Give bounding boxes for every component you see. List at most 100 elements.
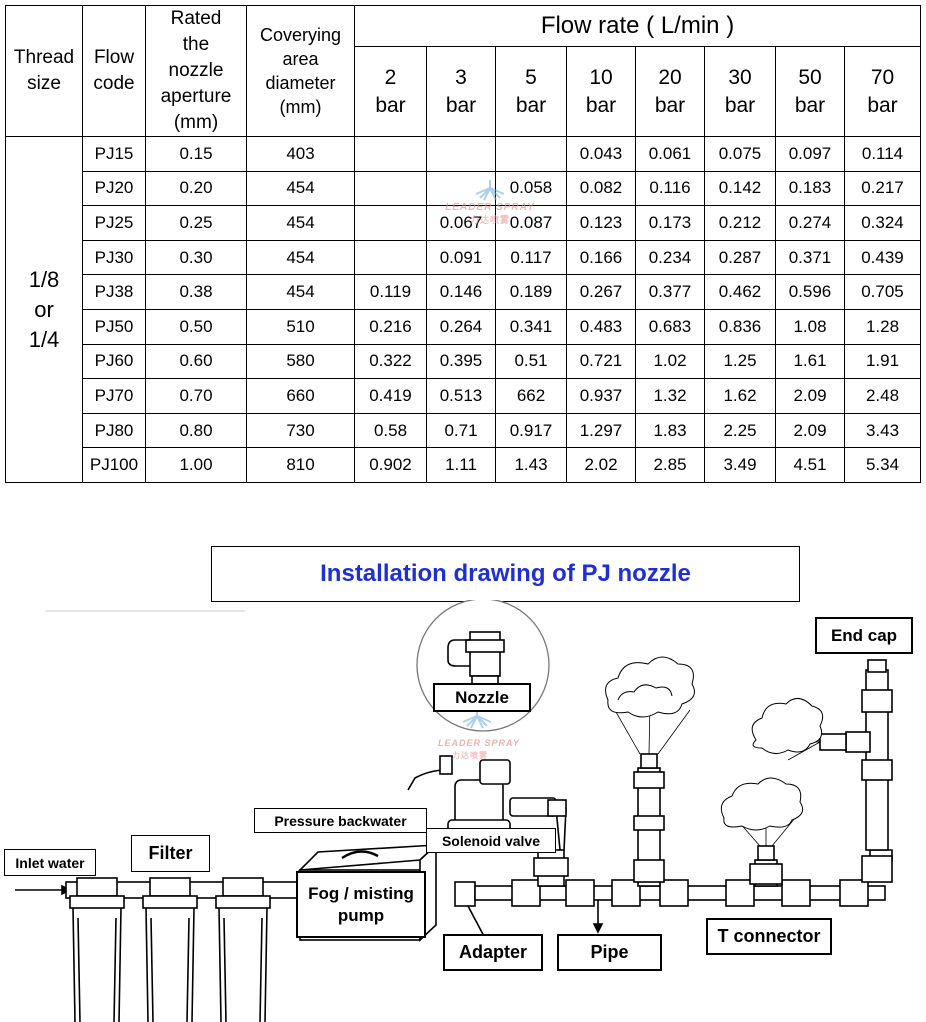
inlet-arrow bbox=[15, 884, 72, 896]
area-cell: 730 bbox=[246, 412, 355, 449]
flow-rate-cell: 0.377 bbox=[635, 274, 705, 310]
nozzle-riser-1 bbox=[605, 656, 695, 887]
area-cell: 510 bbox=[246, 308, 355, 345]
flow-rate-cell: 2.09 bbox=[775, 412, 845, 449]
flow-rate-cell: 0.917 bbox=[495, 412, 567, 449]
flow-rate-cell: 0.117 bbox=[495, 239, 567, 276]
flow-rate-cell: 0.483 bbox=[566, 308, 636, 345]
flow-rate-cell: 1.61 bbox=[775, 343, 845, 380]
flow-rate-cell bbox=[354, 205, 427, 241]
watermark-text: LEADER SPRAY bbox=[445, 202, 535, 213]
flow-rate-cell: 0.142 bbox=[704, 170, 776, 207]
flow-rate-cell: 0.324 bbox=[844, 205, 921, 241]
pump-label: Fog / misting pump bbox=[296, 871, 426, 938]
flow-rate-cell: 1.62 bbox=[704, 378, 776, 414]
flow-rate-cell: 0.119 bbox=[354, 274, 427, 310]
end-riser bbox=[751, 659, 893, 883]
watermark-drawing bbox=[462, 708, 492, 729]
flow-rate-cell bbox=[354, 136, 427, 172]
flow-code-cell: PJ15 bbox=[82, 136, 146, 172]
flow-rate-cell: 0.212 bbox=[704, 205, 776, 241]
flow-rate-cell: 0.075 bbox=[704, 136, 776, 172]
flow-rate-cell: 0.596 bbox=[775, 274, 845, 310]
flow-rate-cell: 0.264 bbox=[426, 308, 496, 345]
filter-label: Filter bbox=[131, 835, 210, 872]
aperture-cell: 0.15 bbox=[145, 136, 247, 172]
flow-rate-cell: 0.513 bbox=[426, 378, 496, 414]
flow-rate-cell: 0.419 bbox=[354, 378, 427, 414]
aperture-cell: 0.70 bbox=[145, 378, 247, 414]
nozzle-label: Nozzle bbox=[433, 683, 531, 712]
flow-rate-cell: 0.216 bbox=[354, 308, 427, 345]
flow-rate-cell: 0.341 bbox=[495, 308, 567, 345]
flow-rate-header: Flow rate ( L/min ) bbox=[354, 5, 921, 47]
flow-rate-cell: 2.09 bbox=[775, 378, 845, 414]
flow-rate-cell: 1.08 bbox=[775, 308, 845, 345]
area-cell: 660 bbox=[246, 378, 355, 414]
flow-rate-cell: 0.439 bbox=[844, 239, 921, 276]
flow-rate-cell: 0.058 bbox=[495, 170, 567, 207]
flow-rate-cell: 1.43 bbox=[495, 447, 567, 483]
flow-rate-cell: 0.937 bbox=[566, 378, 636, 414]
flow-rate-cell: 0.721 bbox=[566, 343, 636, 380]
spray-logo-icon bbox=[475, 180, 505, 201]
flow-code-cell: PJ100 bbox=[82, 447, 146, 483]
flow-rate-cell: 2.02 bbox=[566, 447, 636, 483]
flow-rate-cell: 0.462 bbox=[704, 274, 776, 310]
flow-rate-cell bbox=[426, 136, 496, 172]
main-pipe bbox=[454, 849, 893, 907]
flow-rate-cell: 0.114 bbox=[844, 136, 921, 172]
flow-rate-cell: 2.48 bbox=[844, 378, 921, 414]
flow-rate-cell: 0.166 bbox=[566, 239, 636, 276]
flow-rate-cell: 0.51 bbox=[495, 343, 567, 380]
flow-rate-cell: 0.091 bbox=[426, 239, 496, 276]
aperture-cell: 0.25 bbox=[145, 205, 247, 241]
flow-rate-cell: 0.274 bbox=[775, 205, 845, 241]
area-cell: 810 bbox=[246, 447, 355, 483]
flow-rate-cell: 1.32 bbox=[635, 378, 705, 414]
flow-rate-cell: 0.267 bbox=[566, 274, 636, 310]
flow-rate-cell: 0.234 bbox=[635, 239, 705, 276]
flow-rate-cell bbox=[354, 239, 427, 276]
flow-rate-cell: 1.297 bbox=[566, 412, 636, 449]
flow-rate-cell: 4.51 bbox=[775, 447, 845, 483]
flow-rate-cell: 0.217 bbox=[844, 170, 921, 207]
flow-rate-cell: 0.287 bbox=[704, 239, 776, 276]
flow-rate-cell: 1.91 bbox=[844, 343, 921, 380]
flow-rate-cell: 0.322 bbox=[354, 343, 427, 380]
flow-rate-cell: 0.836 bbox=[704, 308, 776, 345]
pressure-backwater-label: Pressure backwater bbox=[254, 808, 427, 833]
aperture-cell: 0.30 bbox=[145, 239, 247, 276]
watermark-chinese: 力达喷雾 bbox=[469, 215, 510, 225]
flow-code-cell: PJ38 bbox=[82, 274, 146, 310]
flow-rate-cell: 0.043 bbox=[566, 136, 636, 172]
flow-code-cell: PJ30 bbox=[82, 239, 146, 276]
solenoid-valve-label: Solenoid valve bbox=[426, 828, 556, 853]
flow-code-cell: PJ60 bbox=[82, 343, 146, 380]
flow-rate-cell bbox=[354, 170, 427, 207]
flow-rate-cell: 0.061 bbox=[635, 136, 705, 172]
flow-rate-cell: 0.146 bbox=[426, 274, 496, 310]
flow-code-cell: PJ80 bbox=[82, 412, 146, 449]
flow-rate-cell: 3.43 bbox=[844, 412, 921, 449]
flow-rate-cell: 1.83 bbox=[635, 412, 705, 449]
